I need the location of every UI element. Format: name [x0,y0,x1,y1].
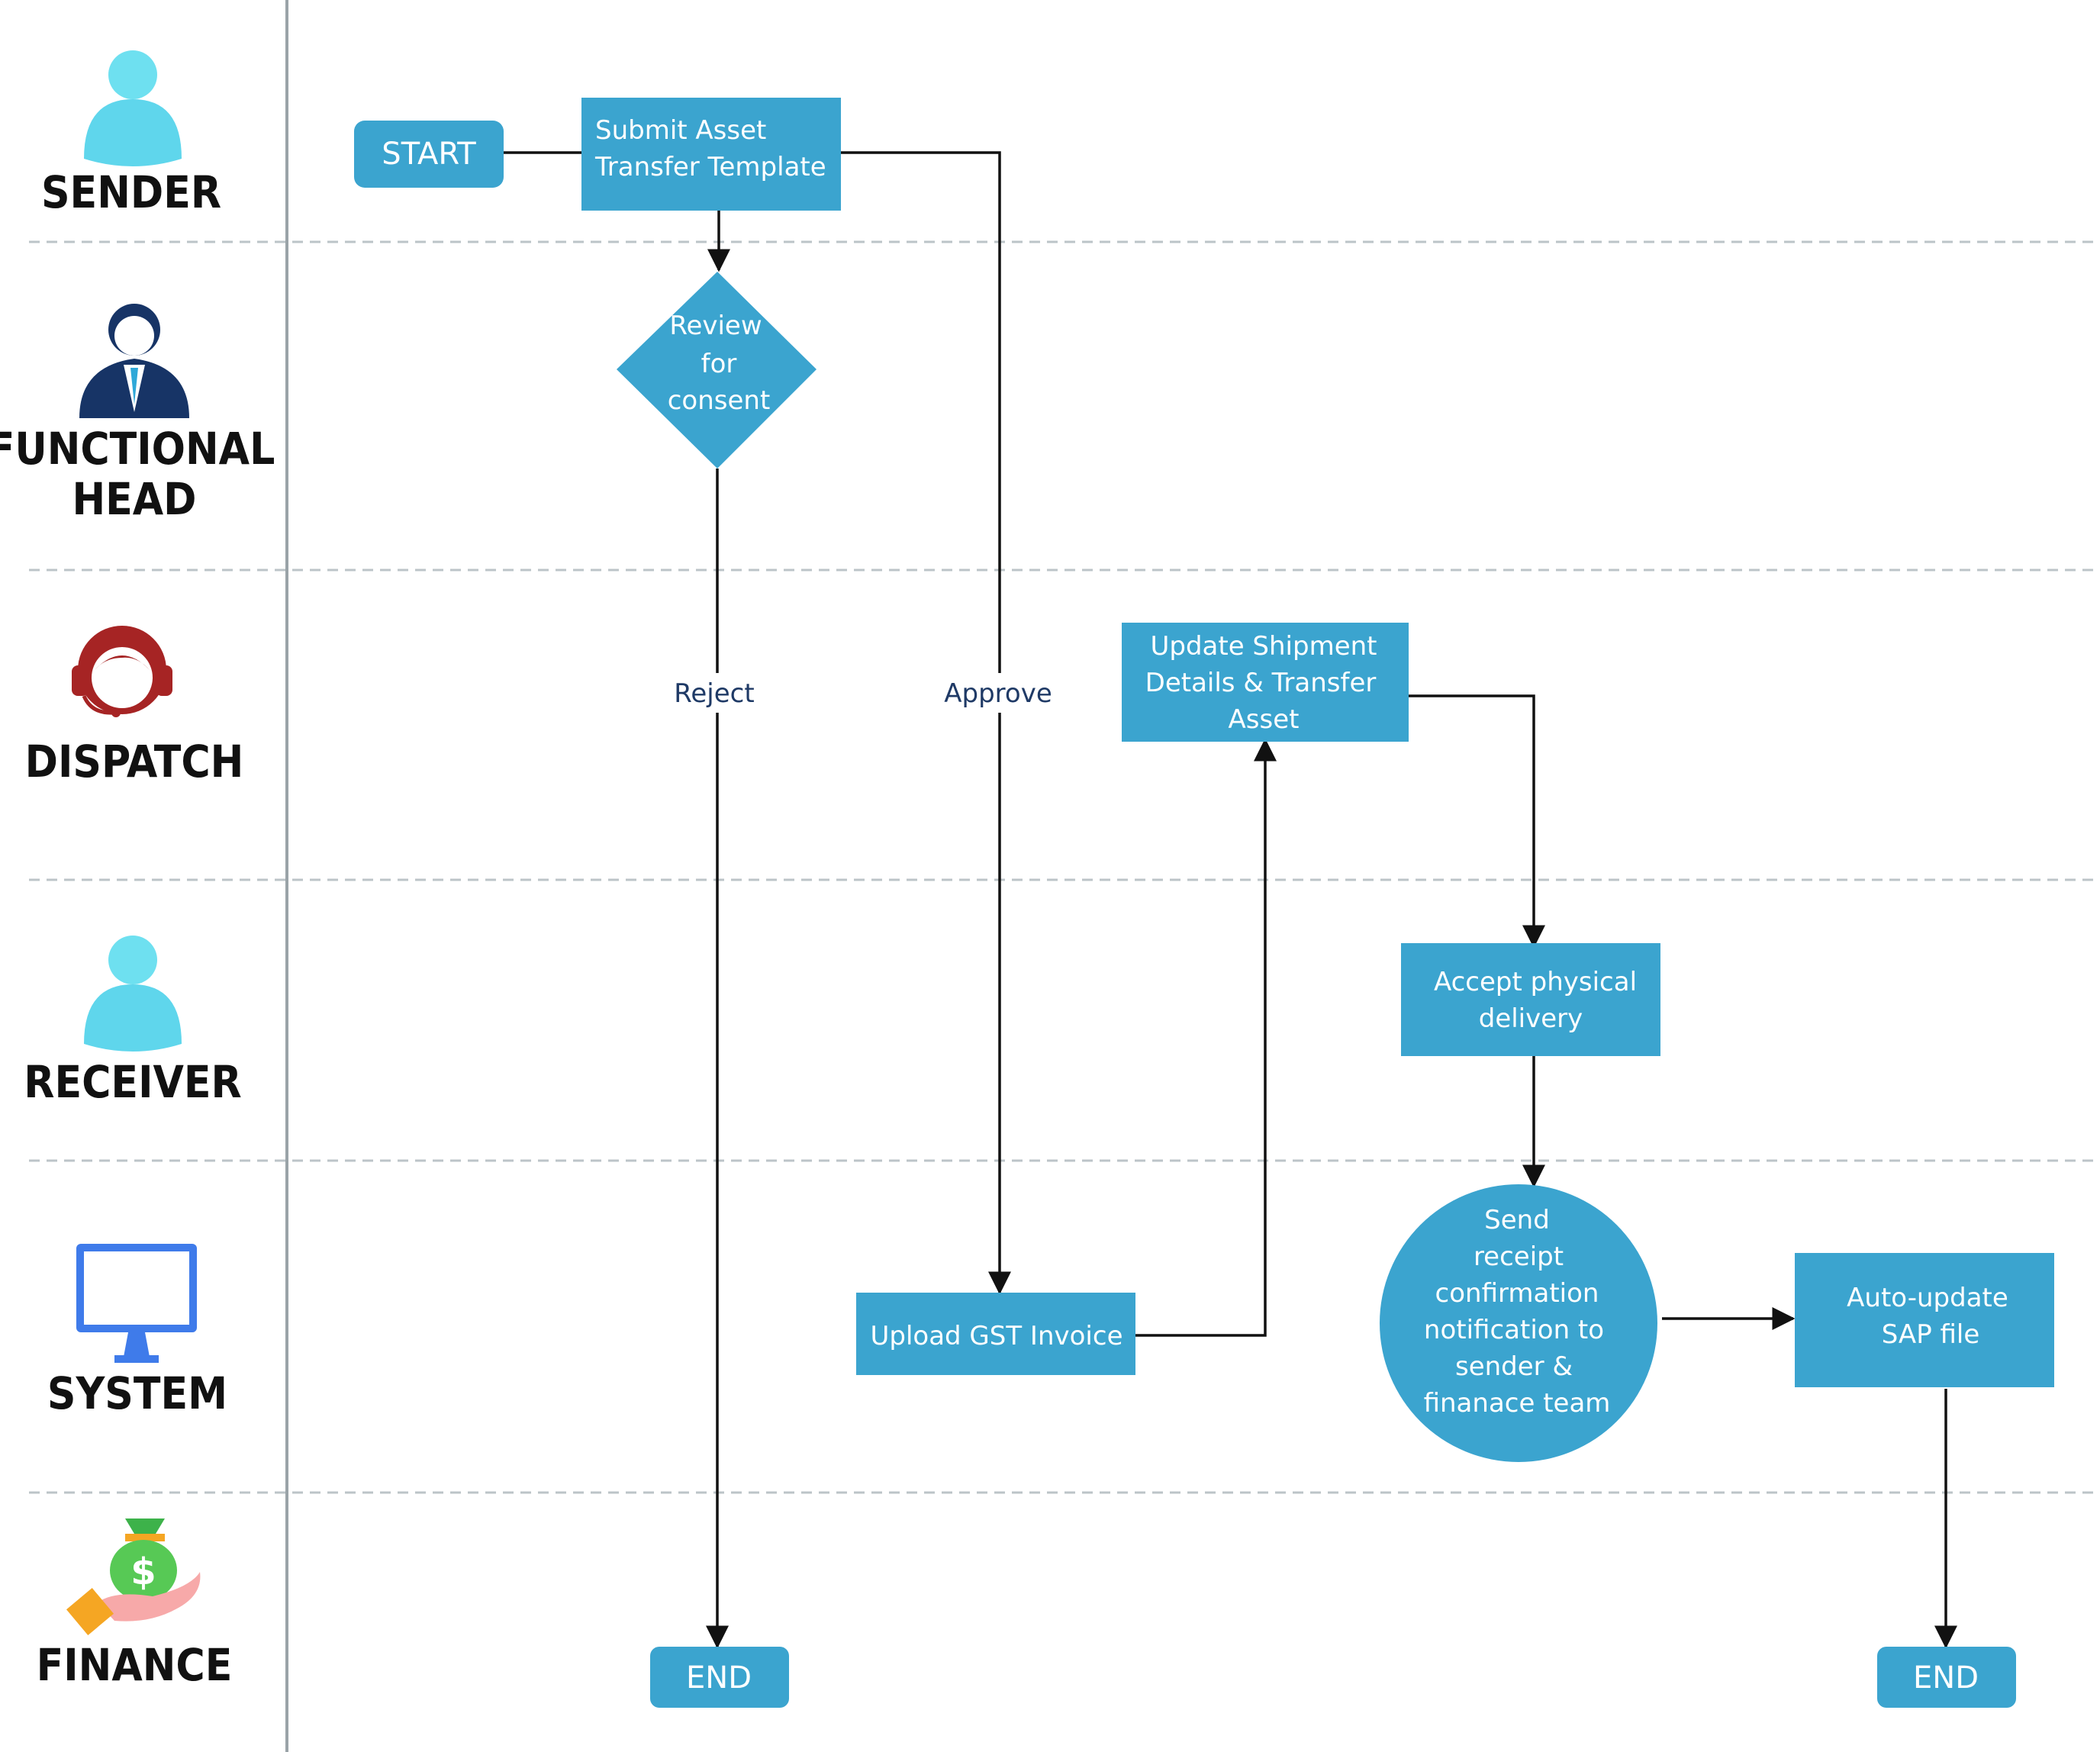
node-submit[interactable]: Submit Asset Transfer Template [581,98,841,211]
node-submit-label: Submit Asset [595,115,766,146]
node-update-shipment-label: Asset [1229,704,1300,735]
edge-submit-upload [841,151,1011,1295]
node-send-receipt-label: sender & [1455,1351,1573,1382]
node-update-shipment-label: Details & Transfer [1145,668,1377,698]
money-bag-hand-icon: $ [66,1519,201,1635]
node-send-receipt-label: notification to [1424,1315,1604,1345]
node-send-receipt-label: Send [1484,1205,1550,1235]
edge-label-approve: Approve [944,678,1052,709]
node-end-label: END [686,1660,752,1696]
node-auto-update[interactable]: Auto-update SAP file [1795,1253,2054,1387]
node-review[interactable]: Review for consent [617,272,816,469]
lane-label-finance: FINANCE [37,1639,233,1691]
node-start[interactable]: START [354,121,504,188]
lane-label-dispatch: DISPATCH [25,736,244,787]
node-accept-delivery-label: delivery [1479,1003,1583,1034]
headset-agent-icon [72,626,172,717]
edge-label-bg [937,673,1064,713]
node-auto-update-label: SAP file [1882,1319,1980,1350]
lane-label-system: SYSTEM [47,1367,227,1419]
node-accept-delivery[interactable]: Accept physical delivery [1401,943,1660,1056]
edge-label-bg [662,673,769,713]
lane-labels: SENDER FUNCTIONAL HEAD DISPATCH RECEIVER… [0,166,275,1691]
node-update-shipment-label: Update Shipment [1150,631,1377,662]
edge-update-accept [1409,694,1545,948]
node-auto-update-label: Auto-update [1847,1283,2008,1313]
node-review-label: consent [668,385,771,416]
lane-label-functional-head-line2: HEAD [72,473,196,525]
node-end-label: END [1913,1660,1979,1696]
node-end-final[interactable]: END [1877,1647,2016,1708]
node-upload-gst[interactable]: Upload GST Invoice [856,1293,1135,1375]
node-end-reject[interactable]: END [650,1647,789,1708]
person-icon [84,50,182,166]
edges [504,151,1957,1649]
node-send-receipt-label: finanace team [1424,1388,1611,1419]
node-upload-gst-label: Upload GST Invoice [870,1321,1122,1351]
lane-separators [29,0,2100,1752]
node-send-receipt-label: confirmation [1435,1278,1599,1309]
node-start-label: START [382,137,476,172]
node-submit-label: Transfer Template [594,152,826,182]
lane-label-functional-head: FUNCTIONAL [0,423,275,475]
node-send-receipt-label: receipt [1474,1242,1564,1272]
edge-label-reject: Reject [674,678,754,709]
lane-label-receiver: RECEIVER [24,1056,241,1108]
edge-upload-update [1135,738,1277,1337]
lane-label-sender: SENDER [41,166,221,218]
node-review-label: Review [669,311,762,341]
businessman-icon [79,304,189,418]
node-accept-delivery-label: Accept physical [1434,967,1637,997]
node-send-receipt[interactable]: Send receipt confirmation notification t… [1380,1184,1657,1462]
person-icon [84,936,182,1052]
monitor-icon [76,1244,197,1363]
svg-text:$: $ [130,1551,156,1593]
node-update-shipment[interactable]: Update Shipment Details & Transfer Asset [1122,623,1409,742]
node-review-label: for [701,349,737,379]
